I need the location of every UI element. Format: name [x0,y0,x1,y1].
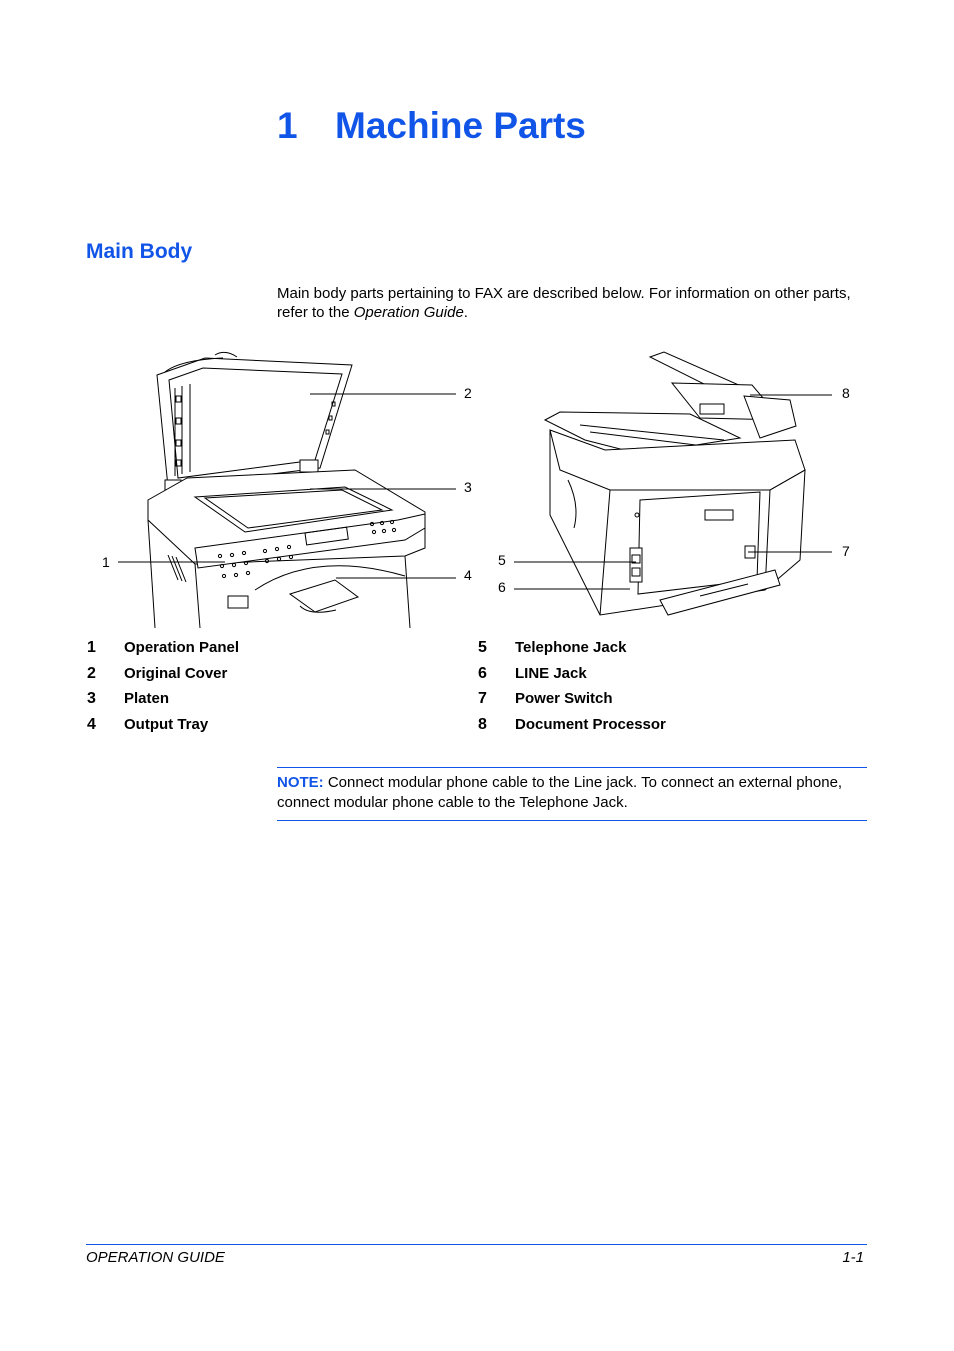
legend-number: 5 [478,639,487,656]
callout-5: 5 [498,552,506,568]
note-text: Connect modular phone cable to the Line … [277,774,843,811]
footer-rule [86,1244,867,1245]
section-title: Main Body [86,240,193,263]
legend-label: Document Processor [515,716,666,733]
rear-view-drawing [543,351,806,616]
callout-4: 4 [464,567,472,583]
legend-label: Platen [124,690,170,707]
legend-label: Output Tray [124,716,209,733]
legend-label: Telephone Jack [515,639,627,656]
legend-number: 4 [87,716,96,733]
operation-guide-reference: Operation Guide [353,304,464,321]
front-view-drawing [147,351,426,629]
callout-3: 3 [464,479,472,495]
page-number: 1-1 [842,1249,864,1266]
legend-label: Original Cover [124,665,228,682]
callout-2: 2 [464,385,472,401]
intro-paragraph: Main body parts pertaining to FAX are de… [277,284,867,322]
note-box: NOTE: Connect modular phone cable to the… [277,767,867,821]
callout-leader-lines [118,393,832,590]
legend-number: 2 [87,665,96,682]
legend-number: 7 [478,690,487,707]
chapter-title: 1 Machine Parts [277,105,586,147]
legend-number: 3 [87,690,96,707]
legend-number: 6 [478,665,487,682]
keypad-dots [217,519,397,579]
callout-7: 7 [842,543,850,559]
callout-6: 6 [498,579,506,595]
legend-number: 1 [87,639,96,656]
chapter-number: 1 [277,105,298,146]
callout-8: 8 [842,385,850,401]
legend-label: LINE Jack [515,665,587,682]
legend-label: Operation Panel [124,639,240,656]
chapter-title-text: Machine Parts [335,105,586,146]
intro-text-end: . [463,304,468,321]
intro-text: Main body parts pertaining to FAX are de… [277,285,851,321]
callout-1: 1 [102,554,110,570]
legend-number: 8 [478,716,487,733]
note-label: NOTE: [277,774,324,791]
legend-label: Power Switch [515,690,613,707]
footer-guide-title: OPERATION GUIDE [86,1249,225,1266]
